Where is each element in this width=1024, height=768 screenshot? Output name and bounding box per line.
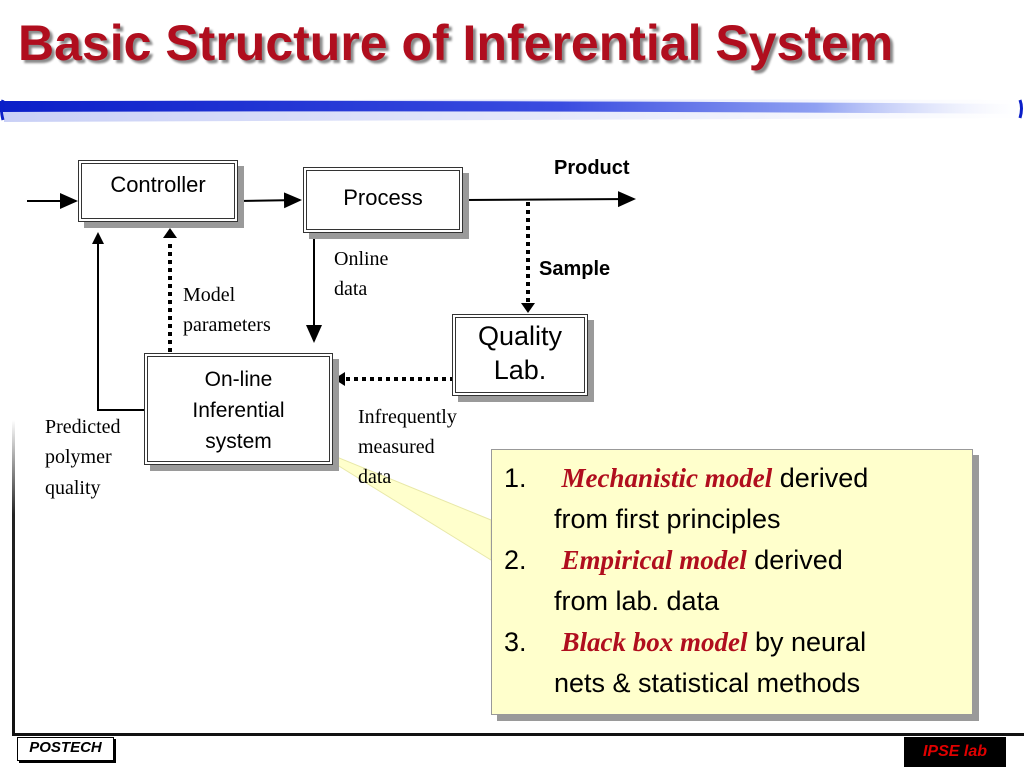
quality-lab-label-line1: Quality (477, 321, 563, 351)
inferential-label-line1: On-line (204, 368, 273, 391)
item-emphasis: Black box model (561, 627, 748, 657)
model-types-list: 1. Mechanistic model derived from first … (492, 450, 972, 704)
infrequent-line2: measured (358, 436, 435, 458)
sample-label: Sample (539, 258, 611, 280)
item-emphasis: Empirical model (561, 545, 747, 575)
online-data-line1: Online (334, 248, 389, 270)
online-data-line2: data (334, 278, 368, 300)
item-number: 2. (504, 545, 527, 575)
item-text: by neural (747, 627, 867, 657)
item-text: derived (772, 463, 869, 493)
item-text: derived (746, 545, 843, 575)
model-type-item: 2. Empirical model derived from lab. dat… (492, 540, 972, 622)
model-parameters-line1: Model (183, 284, 236, 306)
infrequent-line3: data (358, 466, 392, 488)
item-text-cont: nets & statistical methods (554, 668, 861, 698)
predicted-line3: quality (45, 477, 101, 499)
item-number: 3. (504, 627, 527, 657)
model-parameters-line2: parameters (183, 314, 271, 336)
infrequent-line1: Infrequently (358, 406, 457, 428)
inferential-label-line3: system (205, 430, 272, 453)
model-type-item: 3. Black box model by neural nets & stat… (492, 622, 972, 704)
model-type-item: 1. Mechanistic model derived from first … (492, 458, 972, 540)
quality-lab-label-line2: Lab. (493, 355, 547, 385)
item-text-cont: from first principles (554, 504, 781, 534)
item-text-cont: from lab. data (554, 586, 720, 616)
model-types-callout: 1. Mechanistic model derived from first … (491, 449, 973, 715)
online-inferential-box: On-line Inferential system (144, 353, 333, 465)
quality-lab-box: Quality Lab. (452, 314, 588, 396)
slide-title: Basic Structure of Inferential System (18, 15, 894, 71)
process-label: Process (343, 185, 423, 210)
ipse-lab-logo: IPSE lab (904, 737, 1006, 767)
item-number: 1. (504, 463, 527, 493)
product-label: Product (554, 157, 630, 179)
process-box: Process (303, 167, 463, 233)
controller-label: Controller (110, 172, 206, 197)
bottom-frame-line (12, 733, 1024, 736)
predicted-line2: polymer (45, 446, 112, 468)
ipse-lab-logo-text: IPSE lab (922, 743, 988, 760)
title-underline (0, 99, 1023, 122)
item-emphasis: Mechanistic model (561, 463, 773, 493)
postech-logo-text: POSTECH (29, 739, 102, 756)
controller-box: Controller (78, 160, 238, 222)
predicted-line1: Predicted (45, 416, 121, 438)
postech-logo: POSTECH (17, 737, 114, 761)
inferential-label-line2: Inferential (192, 399, 285, 422)
left-frame-line (12, 420, 15, 736)
